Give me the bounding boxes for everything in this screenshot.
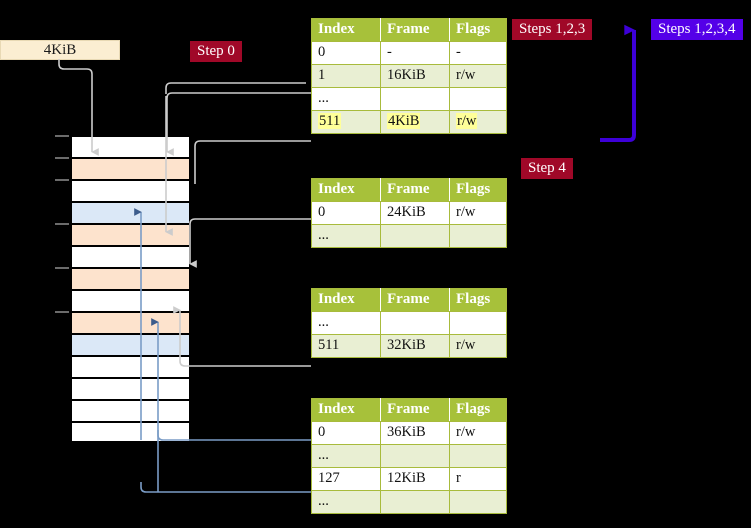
- cell-index: ...: [311, 311, 381, 335]
- memory-frame: [71, 311, 190, 333]
- memory-frame: [71, 179, 190, 201]
- cell-flags: [449, 444, 507, 468]
- memory-frame: [71, 267, 190, 289]
- column-header-frame: Frame: [380, 178, 450, 202]
- memory-frame-tick: [55, 223, 69, 225]
- cell-flags: r/w: [449, 64, 507, 88]
- arrow-steps-loop: [600, 24, 636, 142]
- column-header-index: Index: [311, 398, 381, 422]
- cell-frame: 24KiB: [380, 201, 450, 225]
- cell-flags: [449, 311, 507, 335]
- column-header-flags: Flags: [449, 18, 507, 42]
- column-header-frame: Frame: [380, 288, 450, 312]
- memory-frame: [71, 399, 190, 421]
- cell-frame: [380, 224, 450, 248]
- connector-level2-to-memory: [189, 218, 311, 268]
- cell-flags: r/w: [449, 110, 507, 134]
- column-header-frame: Frame: [380, 18, 450, 42]
- column-header-flags: Flags: [449, 398, 507, 422]
- memory-frame-tick: [55, 179, 69, 181]
- cell-frame: [380, 311, 450, 335]
- physical-memory-frames: [71, 135, 190, 443]
- memory-frame: [71, 289, 190, 311]
- cell-frame: 16KiB: [380, 64, 450, 88]
- memory-frame: [71, 223, 190, 245]
- cell-index: 0: [311, 201, 381, 225]
- step-4-badge: Step 4: [521, 158, 573, 179]
- memory-frame: [71, 245, 190, 267]
- memory-frame: [71, 135, 190, 157]
- cell-flags: r: [449, 467, 507, 491]
- cell-frame: [380, 444, 450, 468]
- column-header-index: Index: [311, 178, 381, 202]
- cell-index: 0: [311, 41, 381, 65]
- cell-flags: [449, 87, 507, 111]
- cell-frame: -: [380, 41, 450, 65]
- cell-index: 511: [311, 110, 381, 134]
- memory-frame: [71, 355, 190, 377]
- cell-index: 1: [311, 64, 381, 88]
- column-header-index: Index: [311, 288, 381, 312]
- table-row[interactable]: ...: [311, 311, 507, 335]
- table-row[interactable]: ...: [311, 224, 507, 248]
- connector-level3-to-memory: [173, 306, 311, 367]
- cell-frame: 32KiB: [380, 334, 450, 358]
- connector-level1-511-to-memory: [194, 140, 311, 184]
- cell-flags: [449, 224, 507, 248]
- cell-frame: 36KiB: [380, 421, 450, 445]
- memory-frame: [71, 201, 190, 223]
- cell-index: ...: [311, 490, 381, 514]
- size-label-4kib: 4KiB: [0, 40, 120, 60]
- connector-level4-row127: [140, 482, 311, 493]
- memory-frame: [71, 157, 190, 179]
- cell-flags: -: [449, 41, 507, 65]
- cell-index: ...: [311, 444, 381, 468]
- memory-frame: [71, 333, 190, 355]
- table-row[interactable]: ...: [311, 490, 507, 514]
- column-header-flags: Flags: [449, 288, 507, 312]
- column-header-frame: Frame: [380, 398, 450, 422]
- cell-flags: [449, 490, 507, 514]
- cell-flags: r/w: [449, 201, 507, 225]
- memory-frame-tick: [55, 135, 69, 137]
- cell-index: ...: [311, 87, 381, 111]
- cell-flags: r/w: [449, 421, 507, 445]
- memory-frame-tick: [55, 311, 69, 313]
- memory-frame: [71, 421, 190, 443]
- column-header-index: Index: [311, 18, 381, 42]
- cell-frame: [380, 87, 450, 111]
- cell-index: 0: [311, 421, 381, 445]
- cell-frame: [380, 490, 450, 514]
- table-row[interactable]: ...: [311, 444, 507, 468]
- step-0-badge: Step 0: [190, 41, 242, 62]
- table-row[interactable]: ...: [311, 87, 507, 111]
- table-row[interactable]: 0--: [311, 41, 507, 65]
- memory-frame: [71, 377, 190, 399]
- cell-flags: r/w: [449, 334, 507, 358]
- column-header-flags: Flags: [449, 178, 507, 202]
- cell-index: ...: [311, 224, 381, 248]
- steps-1234-badge: Steps 1,2,3,4: [651, 19, 743, 40]
- memory-frame-tick: [55, 157, 69, 159]
- memory-frame-tick: [55, 267, 69, 269]
- cell-index: 511: [311, 334, 381, 358]
- steps-123-badge: Steps 1,2,3: [512, 19, 593, 40]
- cell-index: 127: [311, 467, 381, 491]
- cell-frame: 12KiB: [380, 467, 450, 491]
- cell-frame: 4KiB: [380, 110, 450, 134]
